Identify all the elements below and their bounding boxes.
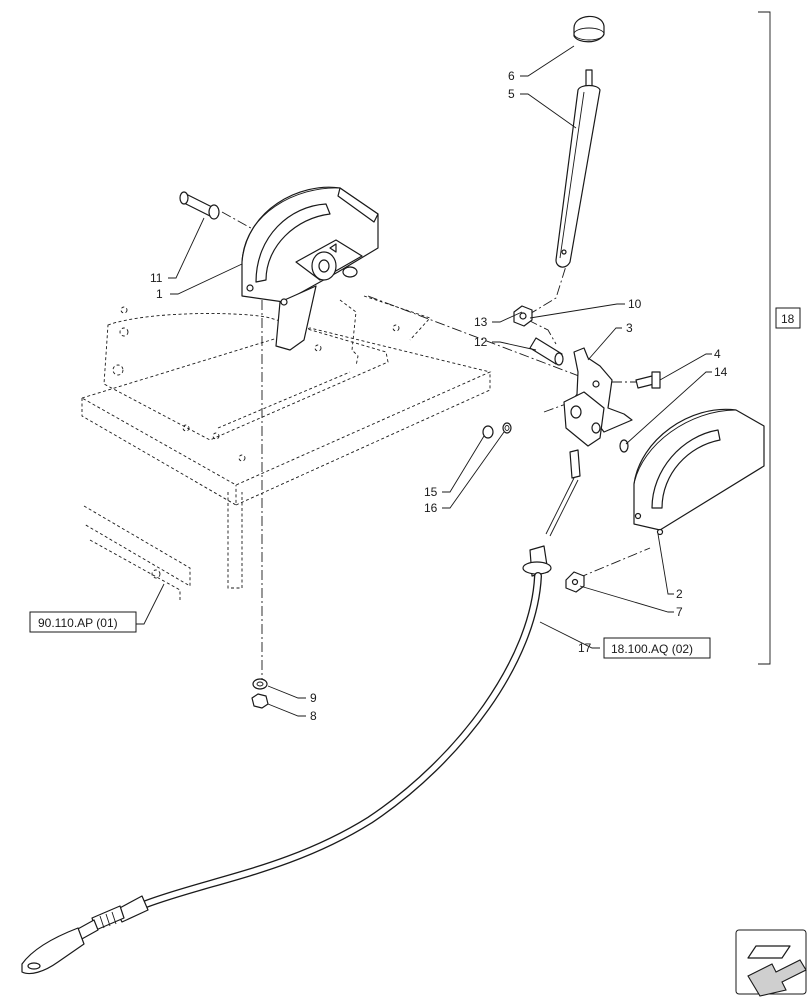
callout-13: 13 bbox=[474, 315, 488, 329]
callout-1: 1 bbox=[156, 287, 163, 301]
cable-part bbox=[21, 449, 581, 975]
knob-part bbox=[573, 15, 605, 43]
callout-15: 15 bbox=[424, 485, 438, 499]
ref-cable-box[interactable]: 18.100.AQ (02) bbox=[603, 637, 711, 659]
ref-frame-box[interactable]: 90.110.AP (01) bbox=[29, 611, 137, 633]
callout-5: 5 bbox=[508, 87, 515, 101]
bolt-part bbox=[635, 371, 661, 389]
callout-16: 16 bbox=[424, 501, 438, 515]
callout-12: 12 bbox=[474, 335, 488, 349]
nut-part bbox=[513, 305, 533, 327]
lever-rod-part bbox=[555, 69, 601, 268]
group-label: 18 bbox=[781, 312, 795, 326]
frame-base bbox=[80, 295, 492, 600]
callout-3: 3 bbox=[626, 321, 633, 335]
lever-plate-part bbox=[563, 347, 633, 447]
leader-lines bbox=[136, 11, 771, 717]
callout-11: 11 bbox=[150, 271, 163, 285]
callout-17: 17 bbox=[578, 641, 592, 655]
ref-frame-label: 90.110.AP (01) bbox=[38, 616, 118, 630]
callout-7: 7 bbox=[676, 605, 683, 619]
screw-part bbox=[565, 571, 585, 593]
callout-2: 2 bbox=[676, 587, 683, 601]
callout-14: 14 bbox=[714, 365, 728, 379]
next-arrow-icon[interactable] bbox=[735, 929, 807, 997]
ring-part bbox=[619, 439, 629, 453]
cover-part bbox=[633, 408, 765, 536]
nut-washer-part bbox=[251, 678, 269, 709]
callout-4: 4 bbox=[714, 347, 721, 361]
pin-12-part bbox=[529, 337, 564, 366]
callout-9: 9 bbox=[310, 691, 317, 705]
ref-cable-label: 18.100.AQ (02) bbox=[611, 642, 693, 656]
washers-part bbox=[482, 422, 512, 439]
callout-6: 6 bbox=[508, 69, 515, 83]
callout-8: 8 bbox=[310, 709, 317, 723]
group-label-box[interactable]: 18 bbox=[775, 307, 801, 329]
pin-part bbox=[179, 191, 220, 220]
callout-labels: 1 2 3 4 5 6 7 8 9 10 11 12 13 14 15 16 1… bbox=[150, 69, 728, 723]
callout-10: 10 bbox=[628, 297, 642, 311]
lever-bracket-part bbox=[241, 186, 379, 351]
